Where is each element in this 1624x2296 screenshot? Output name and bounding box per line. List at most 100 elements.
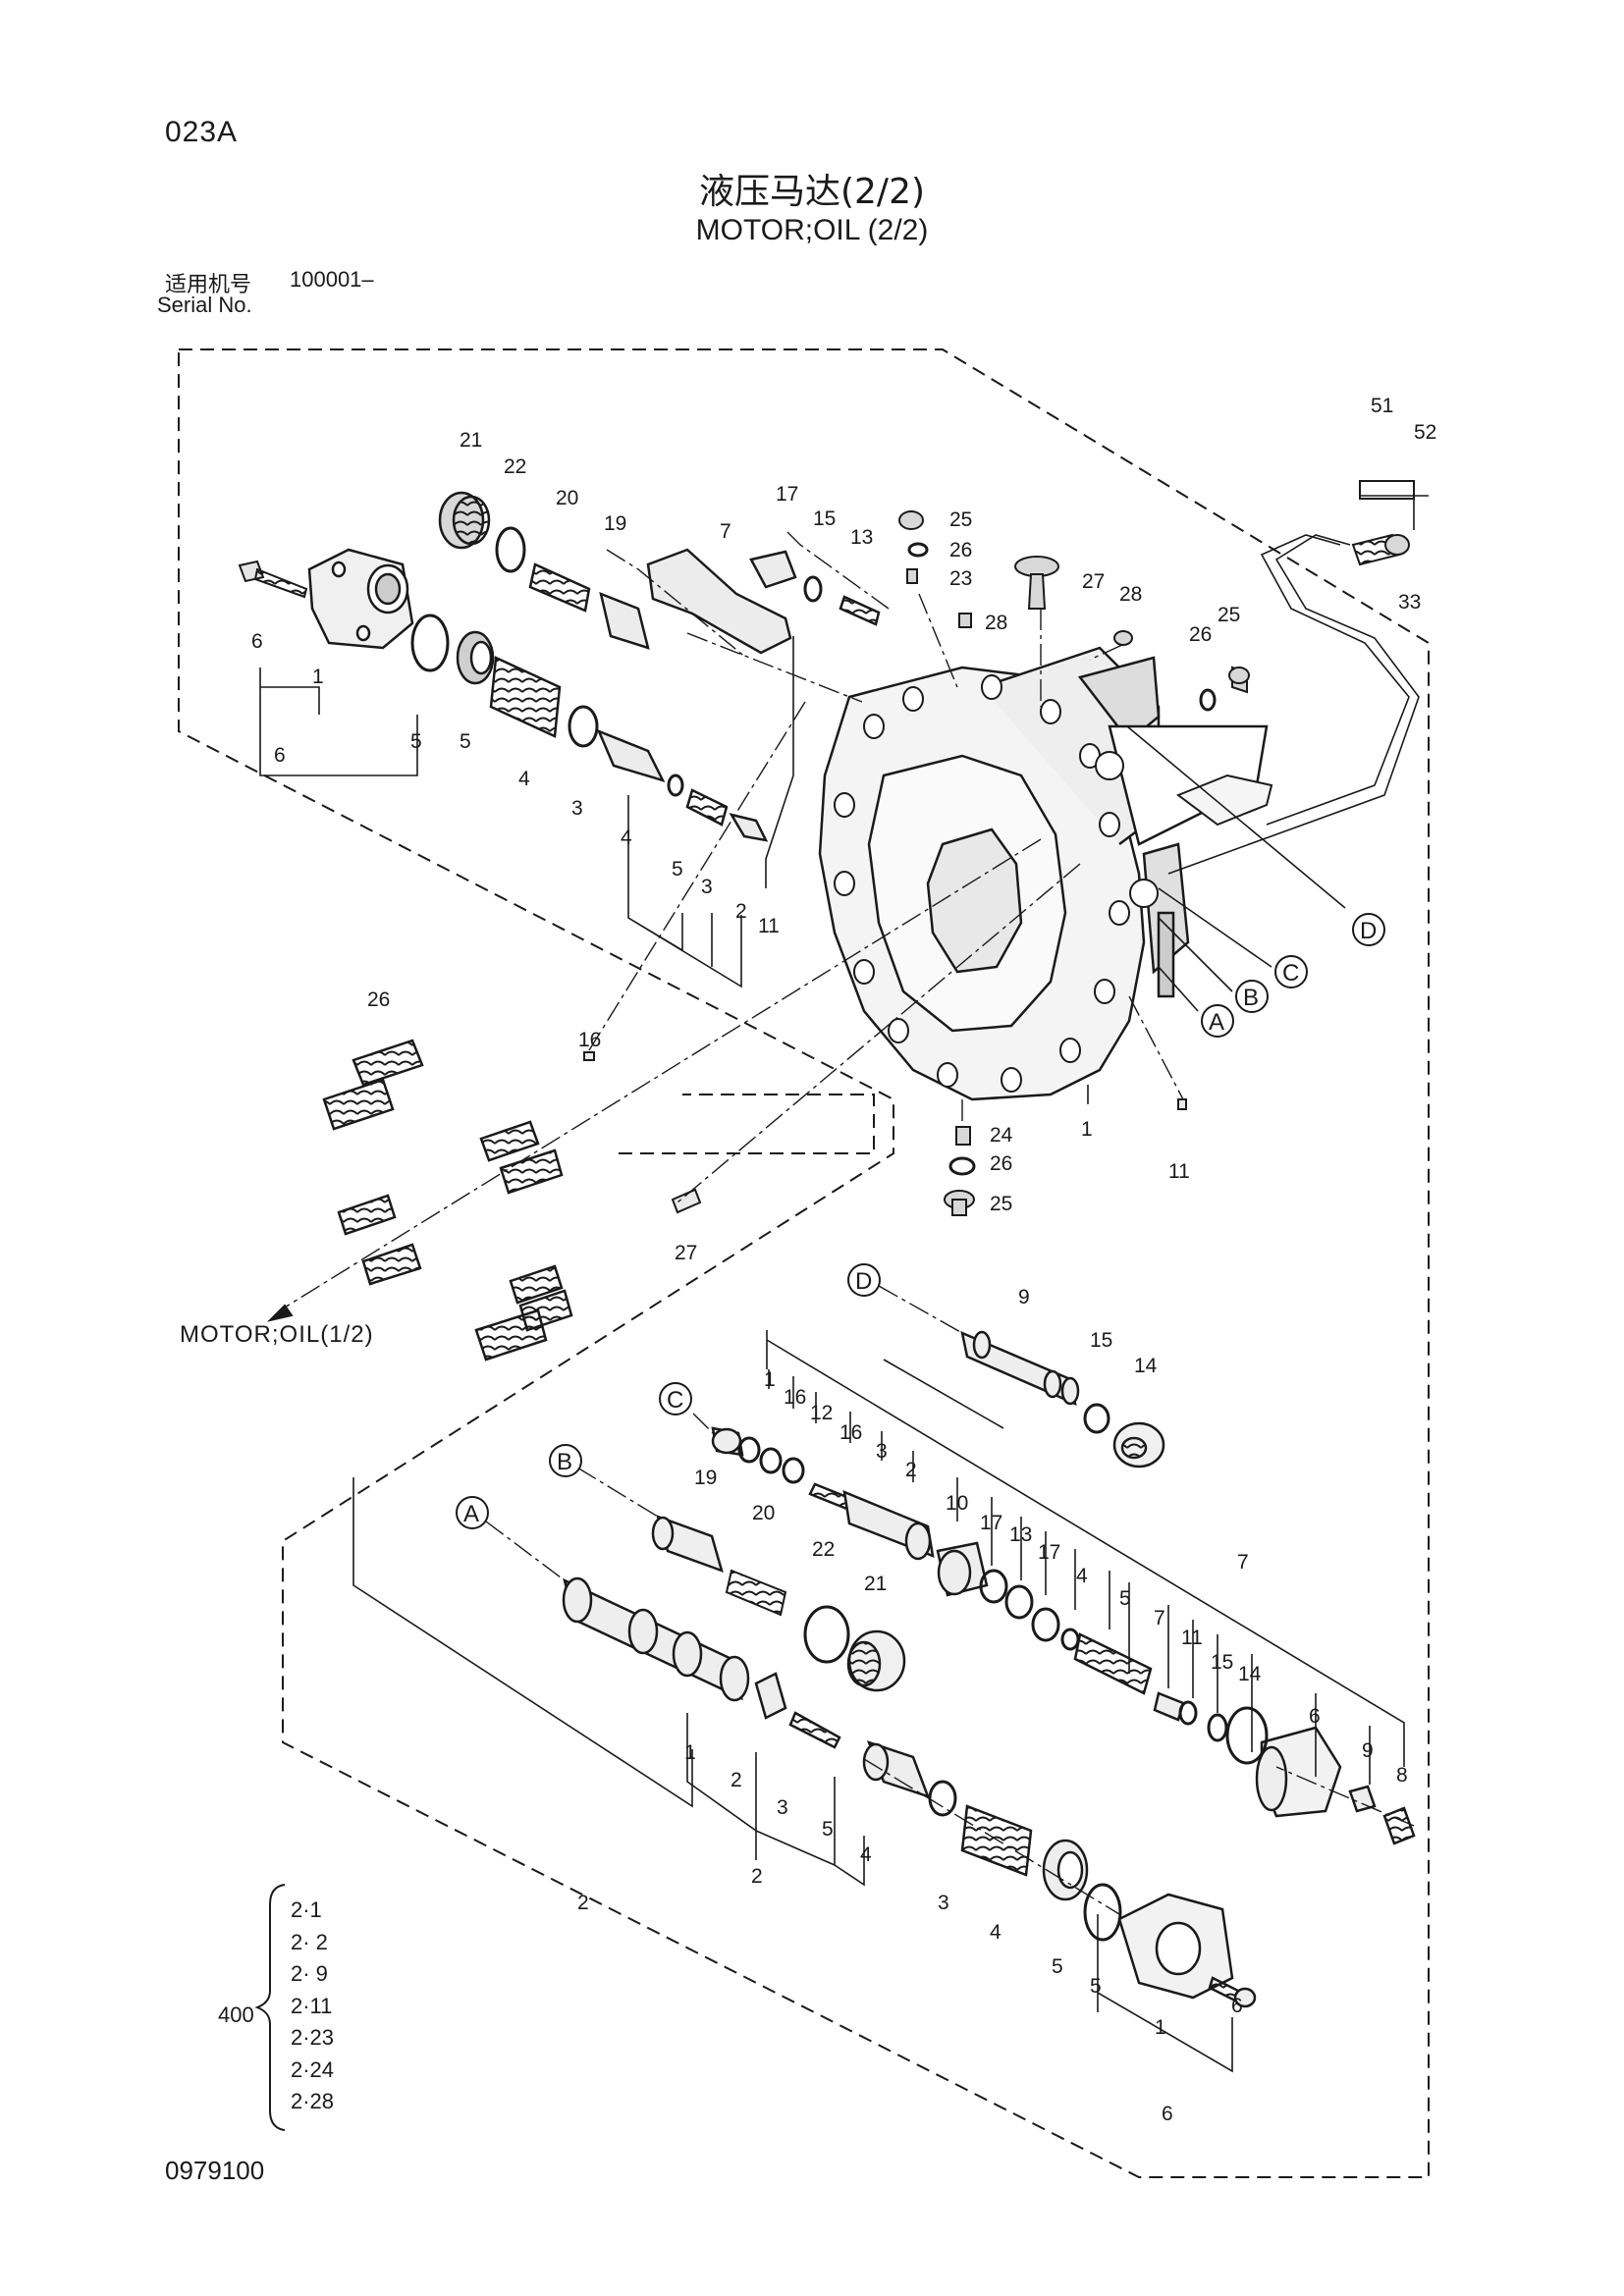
callout: 5 [672, 858, 683, 881]
callout: 22 [504, 455, 526, 478]
callout: 17 [1038, 1541, 1060, 1564]
kit-item: 2·11 [291, 1993, 333, 2018]
callouts-top: 21 22 20 19 7 17 15 13 25 26 23 27 28 28… [251, 395, 1436, 1264]
callout: 7 [720, 520, 731, 543]
sleeve-19-lower [651, 1514, 724, 1574]
kit-item: 2·28 [291, 2089, 335, 2113]
callout: 28 [1119, 583, 1142, 606]
callout: 1 [312, 666, 324, 688]
page-title-english: MOTOR;OIL (2/2) [695, 214, 929, 246]
spool-a [562, 1576, 750, 1702]
callout: 13 [850, 526, 873, 549]
callout: 5 [460, 730, 471, 753]
kit-item: 2·1 [291, 1897, 322, 1922]
kit-item-list: 2·1 2· 2 2· 9 2·11 2·23 2·24 2·28 [291, 1895, 334, 2118]
callout: 1 [684, 1741, 696, 1764]
callout: 1 [764, 1368, 776, 1391]
callout: 1 [1155, 2016, 1166, 2039]
valve-parts-bottom [754, 1672, 1257, 2008]
callout: 25 [949, 508, 972, 531]
spool-9 [960, 1330, 1080, 1407]
callout: 1 [1081, 1118, 1093, 1141]
springs-loose-left [322, 1039, 573, 1362]
serial-value: 100001– [290, 267, 374, 292]
callout: 4 [1076, 1565, 1088, 1587]
connector-b-top: B [1243, 985, 1260, 1011]
leader-lines-lower [352, 1330, 1405, 2073]
connector-a-lower: A [463, 1501, 480, 1527]
callout: 15 [1211, 1651, 1233, 1674]
callout: 52 [1414, 421, 1436, 444]
connector-a-top: A [1209, 1009, 1225, 1036]
callout: 25 [990, 1193, 1012, 1215]
callout: 19 [694, 1467, 717, 1489]
connector-bubbles-top [1201, 913, 1385, 1038]
callout: 6 [251, 630, 263, 653]
callout: 2 [731, 1769, 742, 1791]
seal-top [456, 630, 495, 685]
pins [583, 1051, 1187, 1214]
callout: 4 [990, 1921, 1001, 1944]
plugs-small-top [898, 510, 1410, 1216]
callout: 6 [1162, 2103, 1173, 2125]
callout: 16 [578, 1029, 601, 1051]
connector-c-lower: C [667, 1387, 684, 1414]
callout: 33 [1398, 591, 1421, 614]
callout: 28 [985, 612, 1007, 634]
callout: 17 [980, 1512, 1002, 1534]
plug-21-lower [846, 1629, 906, 1692]
callout: 12 [810, 1402, 833, 1424]
callout: 23 [949, 567, 972, 590]
arrow-to-motor-half-1 [266, 1304, 294, 1322]
callout: 3 [571, 797, 583, 820]
callouts-lower: 9 15 14 1 16 12 16 3 2 10 17 13 17 4 5 7… [577, 1286, 1408, 2125]
callout: 9 [1018, 1286, 1030, 1308]
callout: 27 [1082, 570, 1105, 593]
callout: 20 [556, 487, 578, 509]
callout: 6 [274, 744, 286, 767]
callout: 8 [1396, 1764, 1408, 1787]
callout: 26 [990, 1152, 1012, 1175]
dashed-boundary [178, 348, 1430, 2178]
flange-top [307, 548, 414, 650]
callout: 13 [1009, 1523, 1032, 1546]
o-ring-22-lower [803, 1605, 850, 1664]
callout: 5 [1052, 1955, 1063, 1978]
callout: 11 [1181, 1627, 1203, 1649]
o-rings-top [410, 526, 1217, 1176]
callout: 7 [1237, 1551, 1249, 1574]
callout: 24 [990, 1124, 1013, 1147]
callout: 6 [1231, 1995, 1243, 2017]
connector-c-top: C [1282, 960, 1300, 987]
leader-lines-top [259, 495, 1429, 1104]
springs-top [489, 562, 881, 827]
callout: 19 [604, 512, 626, 535]
callout: 3 [777, 1796, 788, 1819]
callout: 7 [1154, 1607, 1165, 1629]
callout: 25 [1218, 604, 1240, 626]
callout: 3 [938, 1892, 949, 1914]
callout: 5 [1090, 1975, 1102, 1998]
page-code: 023A [165, 116, 239, 148]
callout: 2 [577, 1892, 589, 1914]
centre-lines-lower [485, 1285, 1415, 1915]
page-title-chinese: 液压马达(2/2) [698, 172, 926, 212]
connector-d-top: D [1360, 918, 1378, 944]
kit-brace [254, 1884, 286, 2131]
callout: 4 [518, 768, 530, 790]
callout: 27 [675, 1242, 697, 1264]
callout: 3 [701, 876, 713, 898]
callout: 4 [860, 1843, 872, 1866]
document-number: 0979100 [165, 2156, 265, 2185]
motor-half-1-reference: MOTOR;OIL(1/2) [180, 1321, 374, 1348]
centre-lines-top [279, 531, 1184, 1311]
callout: 11 [758, 915, 780, 937]
callout: 15 [1090, 1329, 1112, 1352]
serial-label-chinese: 适用机号 [165, 273, 252, 297]
bolt-top [238, 560, 308, 599]
callout: 20 [752, 1502, 775, 1524]
callout: 22 [812, 1538, 835, 1561]
motor-housing [818, 646, 1269, 1101]
callout: 2 [751, 1865, 763, 1888]
